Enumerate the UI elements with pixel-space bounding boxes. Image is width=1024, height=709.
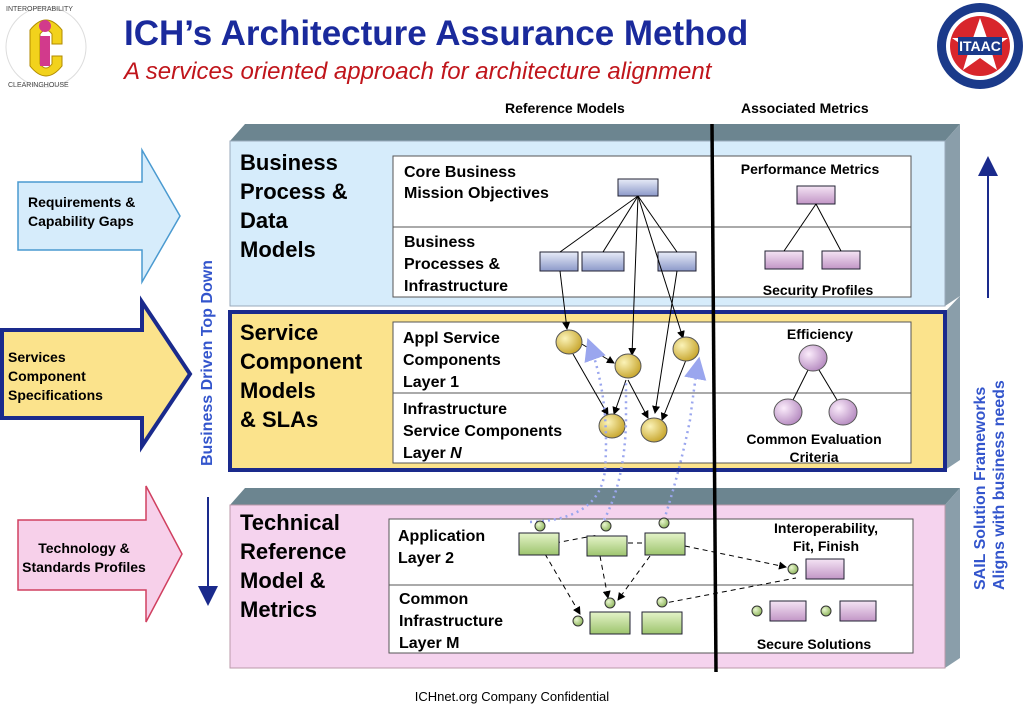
requirements-label: Requirements & Capability Gaps [28, 194, 136, 229]
appl-service-label: Appl Service Components Layer 1 [403, 330, 501, 391]
infrastructure-service-label: Infrastructure Service Components Layer … [403, 401, 563, 462]
page-subtitle: A services oriented approach for archite… [124, 58, 712, 85]
page-title: ICH’s Architecture Assurance Method [124, 14, 749, 53]
services-arrow [0, 295, 193, 453]
security-profiles-label: Security Profiles [762, 282, 874, 298]
technical-layer-title: Technical Reference Model & Metrics [240, 510, 347, 622]
column-divider [710, 123, 718, 673]
interoperability-label: Interoperability, Fit, Finish [774, 520, 878, 554]
left-logo-text-top: INTEROPERABILITY [6, 6, 73, 13]
secure-solutions-nodes [751, 600, 877, 622]
itaac-logo [937, 3, 1023, 89]
performance-metrics-tree [764, 185, 861, 270]
right-logo-text: ITAAC [959, 38, 1001, 54]
efficiency-label: Efficiency [786, 326, 854, 342]
associated-metrics-header: Associated Metrics [741, 100, 869, 116]
technology-arrow [17, 485, 183, 623]
performance-metrics-label: Performance Metrics [740, 161, 880, 177]
technology-label: Technology & Standards Profiles [22, 540, 146, 575]
application-layer-label: Application Layer 2 [398, 528, 486, 567]
common-infrastructure-label: Common Infrastructure Layer M [399, 591, 504, 652]
interoperability-node [787, 558, 845, 580]
aligns-needs-label: Aligns with business needs [991, 380, 1008, 590]
efficiency-tree [773, 344, 858, 426]
alignment-links [529, 337, 707, 524]
requirements-arrow [17, 147, 181, 285]
services-label: Services Component Specifications [8, 349, 103, 403]
sail-frameworks-label: SAIL Solution Frameworks [972, 386, 989, 590]
business-processes-label: Business Processes & Infrastructure [404, 234, 509, 295]
left-logo-text-bottom: CLEARINGHOUSE [8, 82, 69, 89]
reference-models-header: Reference Models [505, 100, 625, 116]
business-process-nodes [539, 178, 697, 414]
technical-component-nodes [518, 517, 797, 635]
business-layer-title: Business Process & Data Models [240, 150, 348, 262]
service-component-nodes [555, 329, 700, 443]
common-evaluation-label: Common Evaluation Criteria [746, 431, 882, 465]
secure-solutions-label: Secure Solutions [756, 636, 872, 652]
top-down-label: Business Driven Top Down [199, 260, 216, 466]
core-business-label: Core Business Mission Objectives [404, 164, 549, 202]
interoperability-clearinghouse-logo [5, 6, 87, 88]
service-layer-title: Service Component Models & SLAs [240, 320, 363, 432]
footer-confidential: ICHnet.org Company Confidential [414, 689, 610, 704]
